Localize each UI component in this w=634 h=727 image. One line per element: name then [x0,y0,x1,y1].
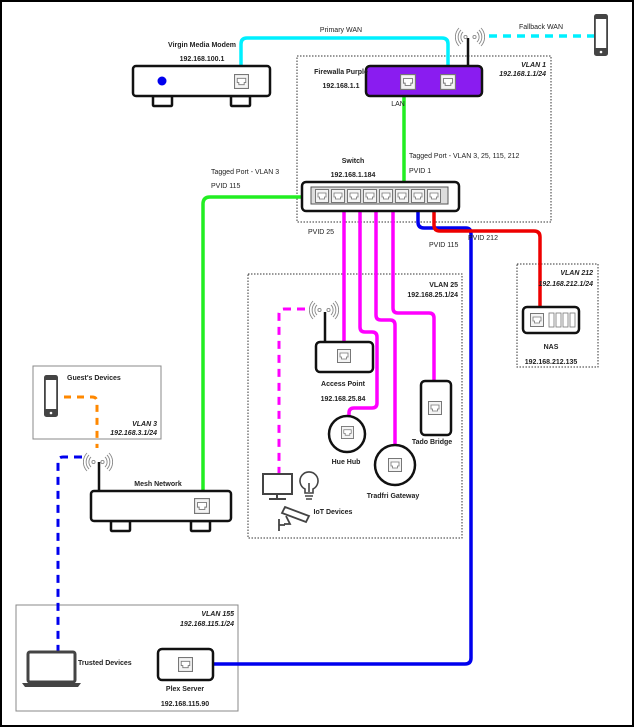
switch-port-icon [331,189,345,203]
iot-label: IoT Devices [314,509,353,516]
trusted-devices-label: Trusted Devices [78,660,132,667]
ethernet-port-icon [194,498,210,514]
mesh-pvid-label: PVID 115 [211,183,241,190]
wan-port-icon [440,74,456,90]
pvid115-label: PVID 115 [429,242,459,249]
uplink-tag-label: Tagged Port - VLAN 3, 25, 115, 212 [409,153,519,160]
vlan212-zone [516,263,599,368]
guest-devices-label: Guest's Devices [67,375,121,382]
pvid212-label: PVID 212 [468,235,498,242]
lan-port-icon [400,74,416,90]
nas-ip: 192.168.212.135 [525,359,578,366]
ethernet-port-icon [337,349,351,363]
tado-cable [391,203,436,404]
switch-port-icon [427,189,441,203]
phone-icon [594,14,608,56]
tradfri-name: Tradfri Gateway [367,493,420,500]
access-point[interactable] [314,340,375,374]
mesh-router[interactable] [89,489,233,533]
vlan155-name: VLAN 155 [201,611,234,618]
ethernet-port-icon [178,657,193,672]
modem[interactable] [131,64,272,108]
mesh-tag-label: Tagged Port - VLAN 3 [211,169,279,176]
switch-port-icon [363,189,377,203]
ethernet-port-icon [341,426,354,439]
laptop-icon [22,650,81,687]
firewall-ip: 192.168.1.1 [323,83,360,90]
mesh-name: Mesh Network [134,481,182,488]
ethernet-port-icon [234,74,249,89]
power-led-icon [157,76,167,86]
uplink-pvid-label: PVID 1 [409,168,431,175]
lan-label: LAN [391,101,405,108]
vlan25-name: VLAN 25 [429,282,458,289]
plex-name: Plex Server [166,686,204,693]
hue-name: Hue Hub [332,459,361,466]
monitor-icon [262,473,293,500]
vlan212-subnet: 192.168.212.1/24 [539,281,594,288]
hue-cable [347,203,379,428]
vlan1-name: VLAN 1 [521,62,546,69]
vlan1-subnet: 192.168.1.1/24 [499,71,546,78]
drive-bays-icon [548,312,576,328]
switch-port-icon [411,189,425,203]
switch[interactable] [300,180,461,213]
tradfri-gateway[interactable] [373,443,417,487]
trusted-wifi-link [56,455,82,652]
nas[interactable] [521,305,581,335]
switch-port-icon [379,189,393,203]
vlan25-zone [247,273,463,539]
pvid25-label: PVID 25 [308,229,334,236]
tado-bridge[interactable] [419,379,453,437]
ethernet-port-icon [428,401,442,415]
plex-ip: 192.168.115.90 [161,701,209,708]
ap-ip: 192.168.25.84 [321,396,366,403]
primary-wan-label: Primary WAN [320,27,362,34]
vlan155-subnet: 192.168.115.1/24 [180,621,234,628]
ap-name: Access Point [321,381,366,388]
fallback-wan-label: Fallback WAN [519,24,563,31]
switch-port-icon [315,189,329,203]
ethernet-port-icon [530,313,544,327]
hue-hub[interactable] [327,414,367,454]
switch-port-icon [395,189,409,203]
security-camera-icon [278,505,311,531]
phone-icon [44,375,58,417]
tado-name: Tado Bridge [412,439,452,446]
switch-name: Switch [342,158,365,165]
vlan212-name: VLAN 212 [560,270,593,277]
firewall-name: Firewalla Purple [314,69,368,76]
nas-cable [432,203,542,318]
vlan25-subnet: 192.168.25.1/24 [407,292,458,299]
guest-wifi-link [64,395,99,448]
plex-server[interactable] [156,647,215,682]
primary-wan-cable [239,36,450,76]
switch-ip: 192.168.1.184 [331,172,376,179]
iot-devices [262,471,319,531]
lightbulb-icon [299,471,319,500]
switch-port-icon [347,189,361,203]
firewalla-router[interactable] [364,64,484,98]
tradfri-cable [374,203,397,462]
nas-name: NAS [544,344,559,351]
vlan3-subnet: 192.168.3.1/24 [110,430,157,437]
iot-wifi-link [277,307,305,474]
mesh-trunk-cable [201,195,316,500]
modem-ip: 192.168.100.1 [180,56,225,63]
modem-name: Virgin Media Modem [168,42,236,49]
ethernet-port-icon [388,458,402,472]
vlan3-name: VLAN 3 [132,421,157,428]
vlan1-zone [296,55,552,223]
